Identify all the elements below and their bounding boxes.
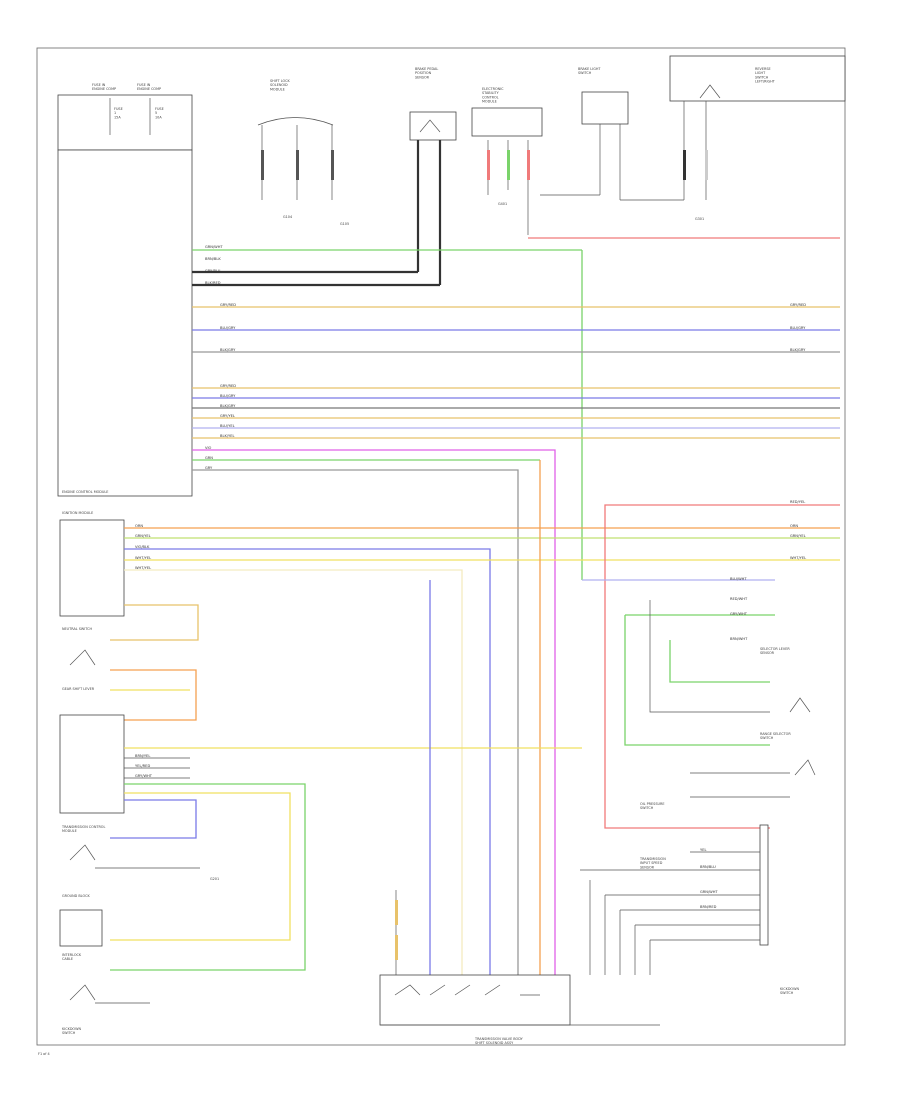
ignition-module-title: IGNITION MODULE bbox=[62, 511, 93, 515]
svg-text:BRN/BLK: BRN/BLK bbox=[205, 257, 221, 261]
svg-text:BRN/WHT: BRN/WHT bbox=[730, 637, 748, 641]
ground-g401: G401 bbox=[498, 202, 507, 206]
svg-text:WHT/YEL: WHT/YEL bbox=[135, 556, 151, 560]
svg-text:BLU/WHT: BLU/WHT bbox=[730, 577, 747, 581]
svg-text:YEL/RED: YEL/RED bbox=[135, 764, 150, 768]
svg-text:ORN: ORN bbox=[135, 524, 143, 528]
svg-text:GRN/YEL: GRN/YEL bbox=[135, 534, 151, 538]
brake-pedal-sensor bbox=[409, 111, 457, 141]
brake-light-switch bbox=[581, 91, 629, 125]
valve-body bbox=[379, 974, 571, 1026]
svg-text:BRN/YEL: BRN/YEL bbox=[135, 754, 150, 758]
ignition-module bbox=[59, 519, 125, 617]
svg-text:BLK/RED: BLK/RED bbox=[205, 281, 221, 285]
ground-g105: G105 bbox=[340, 222, 349, 226]
tcm-module bbox=[59, 714, 125, 814]
svg-text:GRY/RED: GRY/RED bbox=[220, 384, 236, 388]
neutral-switch-title: NEUTRAL SWITCH bbox=[62, 627, 92, 631]
tcm-connector bbox=[759, 824, 769, 946]
svg-text:ORN: ORN bbox=[790, 524, 798, 528]
svg-text:RED/WHT: RED/WHT bbox=[730, 597, 748, 601]
shift-lever-title: GEAR SHIFT LEVER bbox=[62, 687, 95, 691]
svg-text:YEL: YEL bbox=[700, 848, 706, 852]
electronic-module bbox=[471, 107, 543, 137]
ecm-title: ENGINE CONTROL MODULE bbox=[62, 490, 108, 494]
svg-text:GRY: GRY bbox=[205, 466, 213, 470]
svg-text:VIO: VIO bbox=[205, 446, 212, 450]
page-number: F1 of 4 bbox=[38, 1052, 50, 1056]
ground-block-title: GROUND BLOCK bbox=[62, 894, 90, 898]
svg-text:BLK/GRY: BLK/GRY bbox=[220, 348, 236, 352]
ground-g104: G104 bbox=[283, 215, 292, 219]
svg-text:GRY/YEL: GRY/YEL bbox=[220, 414, 235, 418]
ground-g201: G201 bbox=[210, 877, 219, 881]
diagram-frame bbox=[36, 47, 846, 1046]
svg-text:GRY/RED: GRY/RED bbox=[790, 303, 806, 307]
svg-text:WHT/YEL: WHT/YEL bbox=[135, 566, 151, 570]
svg-text:GRN/WHT: GRN/WHT bbox=[700, 890, 718, 894]
svg-text:GRY/WHT: GRY/WHT bbox=[135, 774, 153, 778]
reverse-light-switch bbox=[669, 55, 846, 102]
svg-text:BRN/RED: BRN/RED bbox=[700, 905, 717, 909]
fuse-box bbox=[57, 94, 193, 151]
svg-text:BLK/YEL: BLK/YEL bbox=[220, 434, 235, 438]
ground-g301: G301 bbox=[695, 217, 704, 221]
svg-text:BLU/GRY: BLU/GRY bbox=[220, 394, 236, 398]
svg-text:WHT/YEL: WHT/YEL bbox=[790, 556, 806, 560]
svg-text:GRY/BLU: GRY/BLU bbox=[205, 269, 221, 273]
svg-text:GRY/RED: GRY/RED bbox=[220, 303, 236, 307]
svg-text:BLU/GRY: BLU/GRY bbox=[220, 326, 236, 330]
svg-text:VIO/BLK: VIO/BLK bbox=[135, 545, 150, 549]
svg-text:BLU/YEL: BLU/YEL bbox=[220, 424, 235, 428]
interlock-cable bbox=[59, 909, 103, 947]
svg-text:GRN/WHT: GRN/WHT bbox=[205, 245, 223, 249]
svg-text:GRN/YEL: GRN/YEL bbox=[790, 534, 806, 538]
svg-text:GRN: GRN bbox=[205, 456, 213, 460]
svg-text:BLU/GRY: BLU/GRY bbox=[790, 326, 806, 330]
svg-text:GRY/WHT: GRY/WHT bbox=[730, 612, 748, 616]
engine-control-module-box bbox=[57, 149, 193, 497]
svg-text:BLK/GRY: BLK/GRY bbox=[220, 404, 236, 408]
svg-text:BRN/BLU: BRN/BLU bbox=[700, 865, 716, 869]
svg-text:RED/YEL: RED/YEL bbox=[790, 500, 805, 504]
svg-text:BLK/GRY: BLK/GRY bbox=[790, 348, 806, 352]
